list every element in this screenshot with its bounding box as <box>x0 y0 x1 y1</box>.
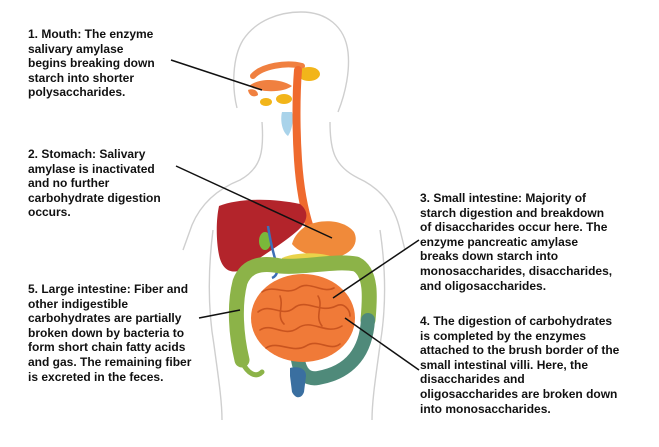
intestine-fold <box>259 324 343 333</box>
head-outline <box>233 11 350 113</box>
neck-shoulder-right <box>329 121 406 251</box>
leader-lines <box>170 59 420 371</box>
stomach <box>292 221 356 258</box>
body-outline <box>182 11 406 421</box>
gallbladder <box>259 232 271 250</box>
lip <box>248 89 258 97</box>
leader-line-stomach <box>175 165 333 239</box>
label-villi: 4. The digestion of carbohydrates is com… <box>420 314 620 416</box>
appendix <box>239 359 265 378</box>
leader-line-small-intestine <box>332 239 420 299</box>
label-small-intestine: 3. Small intestine: Majority of starch d… <box>420 191 613 293</box>
intestine-fold <box>261 284 335 293</box>
submandibular-gland <box>276 94 292 104</box>
intestine-fold <box>279 295 285 325</box>
label-mouth: 1. Mouth: The enzyme salivary amylase be… <box>28 27 155 100</box>
label-large-intestine: 5. Large intestine: Fiber and other indi… <box>28 282 192 384</box>
leader-line-large-intestine <box>198 309 241 319</box>
torso-left <box>208 229 223 421</box>
trachea <box>281 112 293 136</box>
small-intestine-mass <box>251 274 355 362</box>
rectum <box>290 367 306 398</box>
leader-line-villi <box>344 317 420 371</box>
small-intestine <box>251 274 355 362</box>
salivary-glands <box>260 67 320 106</box>
intestine-fold <box>317 295 323 327</box>
mouth <box>248 61 305 97</box>
intestine-fold <box>257 303 351 317</box>
neck-shoulder-left <box>182 121 264 251</box>
torso-right <box>371 229 386 421</box>
sublingual-gland <box>260 98 272 106</box>
parotid-gland <box>298 67 320 81</box>
palate <box>250 61 305 79</box>
intestine-fold <box>265 342 341 350</box>
tongue <box>249 80 292 92</box>
label-stomach: 2. Stomach: Salivary amylase is inactiva… <box>28 147 161 220</box>
leader-line-mouth <box>170 59 263 91</box>
